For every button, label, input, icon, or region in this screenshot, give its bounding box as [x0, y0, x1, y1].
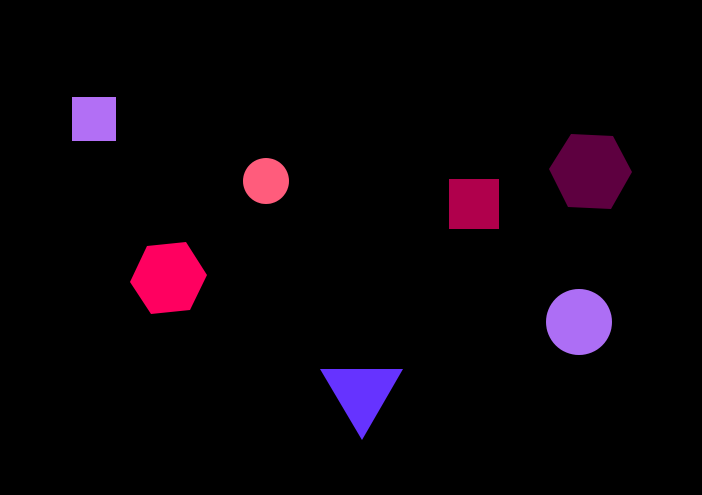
pink-hexagon [130, 242, 207, 314]
violet-triangle [320, 369, 403, 440]
plum-hexagon [549, 134, 632, 209]
coral-circle [243, 158, 289, 204]
lilac-square [72, 97, 116, 141]
lavender-circle [546, 289, 612, 355]
crimson-square [449, 179, 499, 229]
